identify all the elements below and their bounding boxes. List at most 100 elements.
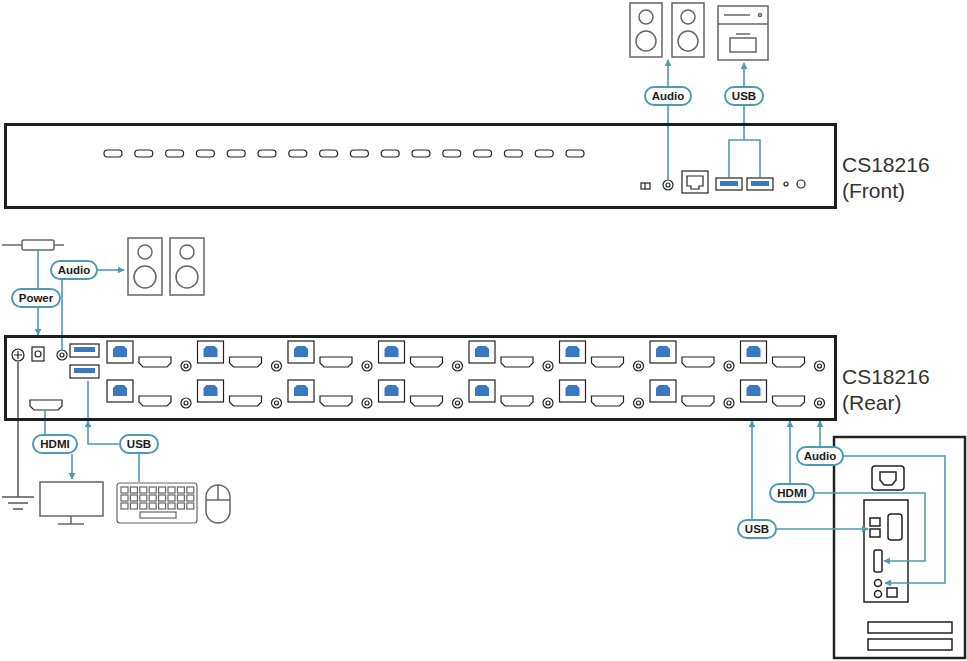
rear-panel-parts-part (818, 364, 822, 368)
rear-panel-parts-part (379, 341, 405, 363)
rear-panel-parts-part (656, 385, 670, 396)
front-panel-parts-part (716, 178, 742, 190)
rear-panel-parts-part (637, 401, 641, 405)
keyboard-icon-part (121, 487, 128, 493)
device-wires (38, 60, 945, 583)
tag-label: HDMI (40, 437, 69, 451)
keyboard-icon-part (177, 487, 184, 493)
computer-tower-part (875, 591, 882, 598)
keyboard-icon-part (149, 503, 156, 509)
rear-panel-parts-part (107, 380, 133, 402)
front-panel-parts-part (289, 150, 307, 157)
front-panel-parts-part (535, 150, 553, 157)
rear-panel-parts-part (365, 401, 369, 405)
rear-panel-parts-part (741, 341, 767, 363)
speaker-pair-front (630, 3, 704, 57)
signal-cable (61, 280, 63, 335)
rear-panel-parts-part (634, 398, 644, 408)
signal-cable (789, 421, 791, 483)
rear-panel-parts-part (204, 346, 218, 357)
rear-panel-parts-part (385, 385, 399, 396)
rear-panel-parts-part (634, 361, 644, 371)
tag-label: USB (127, 437, 151, 451)
rear-panel-parts-part (30, 400, 62, 410)
rear-panel-parts-part (566, 385, 580, 396)
computer-tower-part (868, 622, 952, 633)
rear-panel-parts-part (456, 364, 460, 368)
rear-panel-parts-part (453, 361, 463, 371)
rear-panel-parts-part (773, 357, 805, 367)
device-wires-part (97, 269, 124, 271)
device-wires-part (71, 454, 73, 479)
front-panel-parts-part (135, 150, 153, 157)
power-plug-part (22, 240, 54, 250)
printer-icon-part (759, 14, 762, 17)
keyboard-icon-part (149, 495, 156, 501)
rear-panel-parts-part (35, 351, 41, 357)
speaker-pair-front-part (639, 10, 653, 24)
signal-tag: HDMI (32, 434, 77, 454)
rear-panel-parts-part (475, 346, 489, 357)
rear-panel-parts-part (501, 357, 533, 367)
keyboard-icon-part (140, 495, 147, 501)
rear-panel-parts-part (637, 364, 641, 368)
device-wires-part (815, 493, 925, 561)
front-panel-parts-part (644, 183, 645, 189)
rear-panel-parts-part (650, 380, 676, 402)
rear-panel-parts-part (181, 398, 191, 408)
device-panel: CS18216 (Front) (4, 123, 837, 209)
device-panel: CS18216 (Rear) (4, 335, 837, 421)
ground-symbol-part (2, 496, 34, 498)
rear-panel-parts-part (139, 396, 171, 406)
tag-label: Audio (652, 89, 685, 103)
speaker-pair-front-part (672, 3, 704, 57)
device-wires-part (743, 63, 745, 86)
rear-panel-parts-part (656, 346, 670, 357)
speaker-pair-rear-part (134, 266, 156, 288)
speaker-pair-front-part (630, 3, 662, 57)
device-wires-part (777, 528, 868, 530)
rear-panel-parts-part (74, 368, 95, 373)
front-panel-parts-part (720, 181, 738, 186)
rear-panel-parts-part (139, 357, 171, 367)
front-panel-parts-part (747, 178, 773, 190)
rear-panel-parts-part (74, 347, 95, 352)
signal-cable (751, 421, 753, 519)
signal-tag: USB (119, 434, 159, 454)
monitor-icon-part (40, 482, 103, 516)
device-wires-part (138, 454, 140, 482)
rear-panel-parts-part (456, 401, 460, 405)
rear-panel-parts-part (773, 396, 805, 406)
computer-tower-part (864, 500, 908, 602)
signal-tag: Power (11, 288, 62, 308)
keyboard-icon-part (140, 512, 176, 518)
computer-tower-part (870, 529, 880, 537)
mouse-icon-part (206, 485, 230, 523)
printer-icon-part (718, 6, 768, 60)
front-panel-parts-part (566, 150, 584, 157)
computer-tower-part (872, 466, 904, 490)
rear-panel-parts-part (543, 361, 553, 371)
computer-tower-part (888, 514, 902, 540)
rear-panel-parts-part (362, 361, 372, 371)
printer-icon-part (718, 23, 768, 25)
rear-panel-parts-part (70, 344, 99, 357)
ground-symbol-part (13, 508, 23, 510)
rear-panel-parts-part (12, 349, 24, 361)
front-panel-parts-part (104, 150, 122, 157)
device-wires-part (37, 250, 39, 289)
front-panel-parts-part (797, 180, 805, 188)
signal-cable (88, 421, 119, 444)
rear-panel-parts-part (592, 396, 624, 406)
rear-panel-parts-part (724, 398, 734, 408)
signal-tag: Audio (644, 86, 693, 106)
front-panel-parts-part (412, 150, 430, 157)
keyboard-icon-part (187, 495, 194, 501)
front-panel-parts-part (474, 150, 492, 157)
monitor-icon-part (58, 523, 84, 525)
computer-tower-part (834, 437, 965, 658)
monitor-icon (40, 482, 103, 524)
rear-panel-parts-part (272, 361, 282, 371)
front-panel-parts-part (666, 183, 670, 187)
keyboard-icon-part (177, 495, 184, 501)
